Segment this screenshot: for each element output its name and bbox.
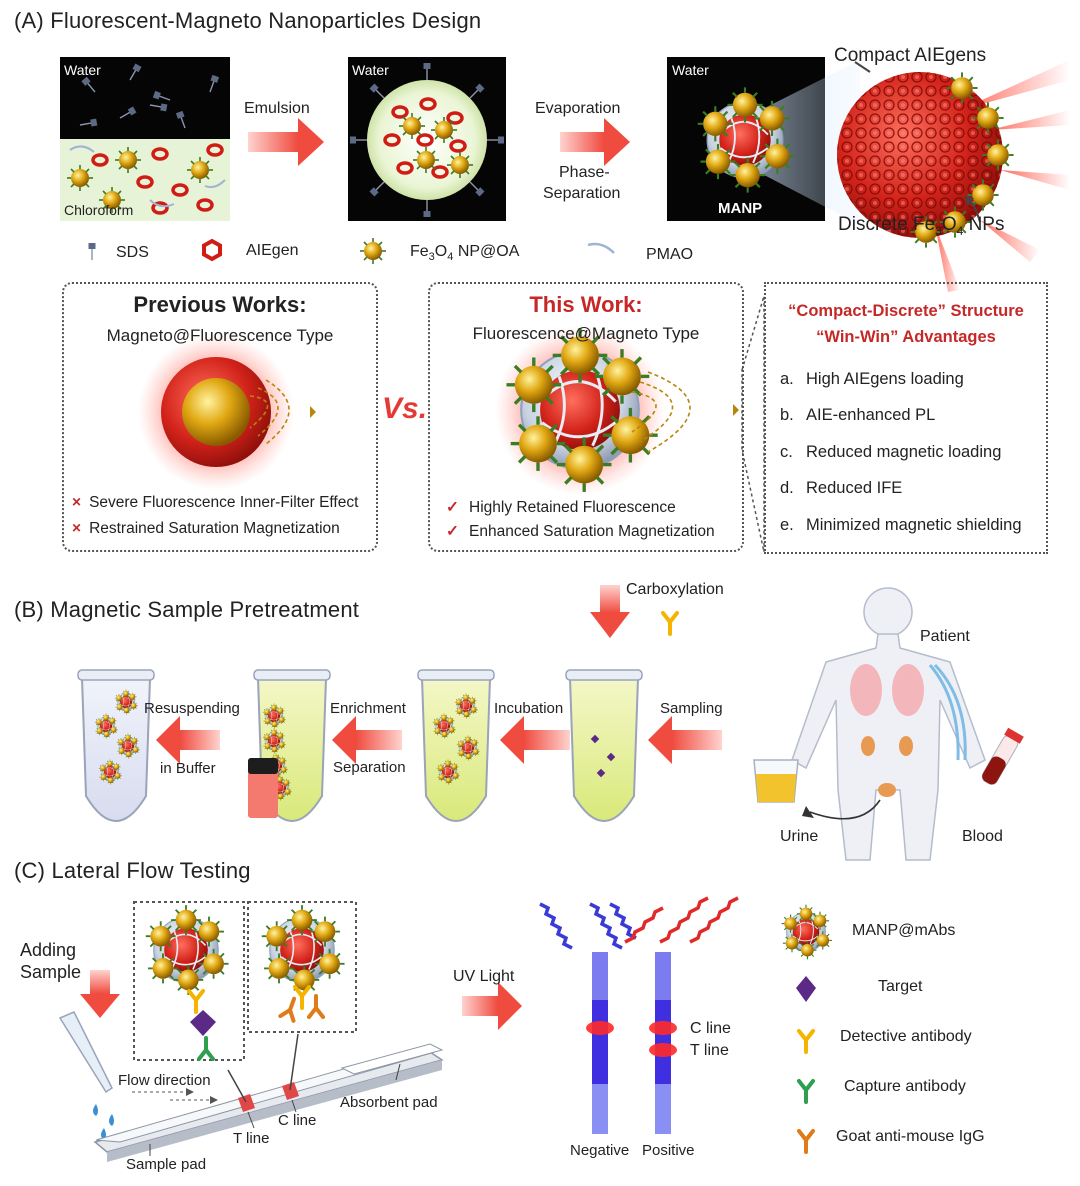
compact-aiegens-label: Compact AIEgens (834, 45, 987, 66)
urine-label: Urine (780, 828, 819, 845)
in-buffer-label: in Buffer (160, 760, 216, 777)
previous-works-title: Previous Works: (133, 292, 307, 317)
stage-water-chloroform (60, 57, 230, 221)
sampling-label: Sampling (660, 700, 723, 717)
advantages-title-2: “Win-Win” Advantages (816, 328, 996, 346)
goat-igg-icon (797, 1129, 815, 1154)
legend-capture-label: Capture antibody (844, 1078, 966, 1095)
this-work-point-2: ✓Enhanced Saturation Magnetization (446, 523, 715, 540)
previous-nanoparticle (138, 334, 316, 490)
previous-works-subtitle: Magneto@Fluorescence Type (106, 326, 334, 345)
pipette-icon (58, 1011, 114, 1140)
this-work-nanoparticle (495, 325, 739, 495)
legend-detective-label: Detective antibody (840, 1028, 972, 1045)
previous-point-1: ×Severe Fluorescence Inner-Filter Effect (72, 494, 359, 511)
emulsion-arrow (298, 118, 324, 166)
resuspending-label: Resuspending (144, 700, 240, 717)
water-label-3: Water (672, 62, 709, 78)
positive-strip (649, 952, 677, 1134)
water-label-2: Water (352, 62, 389, 78)
stage-emulsion (348, 57, 506, 221)
advantage-item: b.AIE-enhanced PL (780, 406, 936, 424)
detective-antibody-icon (797, 1029, 815, 1054)
magnet-icon (248, 758, 278, 818)
sds-icon (87, 242, 97, 261)
stage-manp (667, 57, 860, 225)
capture-antibody-icon (797, 1079, 815, 1104)
this-work-box: This Work: Fluorescence@Magneto Type ✓Hi… (428, 282, 744, 552)
versus-label: Vs. (382, 392, 428, 425)
zoom-box-t-line (133, 901, 245, 1061)
lateral-flow-strip (93, 1033, 444, 1162)
uv-light-label: UV Light (453, 968, 515, 985)
enrichment-label: Enrichment (330, 700, 406, 717)
patient-label: Patient (920, 628, 970, 645)
advantage-item: d.Reduced IFE (780, 479, 903, 497)
t-line-strip-label: T line (233, 1130, 270, 1147)
manp-icon (782, 905, 832, 960)
discrete-fe3o4-label: Discrete Fe3O4 NPs (838, 214, 1005, 238)
advantages-title-1: “Compact-Discrete” Structure (788, 302, 1024, 320)
advantage-item: e.Minimized magnetic shielding (780, 516, 1022, 534)
evaporation-label: Evaporation (535, 100, 621, 117)
aiegen-icon (202, 238, 222, 262)
negative-strip (586, 952, 614, 1134)
legend-manp-label: MANP@mAbs (852, 922, 956, 939)
absorbent-pad-label: Absorbent pad (340, 1094, 438, 1111)
legend-sds-label: SDS (116, 244, 149, 261)
positive-label: Positive (642, 1142, 695, 1159)
emulsion-label: Emulsion (244, 100, 310, 117)
legend-goat-label: Goat anti-mouse IgG (836, 1128, 985, 1145)
legend-aiegen-label: AIEgen (246, 242, 299, 259)
phase-separation-label-1: Phase- (559, 164, 610, 181)
section-b-title: (B) Magnetic Sample Pretreatment (14, 597, 360, 622)
advantage-item: a.High AIEgens loading (780, 370, 964, 388)
previous-works-box: Previous Works: Magneto@Fluorescence Typ… (62, 282, 378, 552)
c-line-strip-label: C line (278, 1112, 317, 1129)
patient-figure (753, 587, 1024, 861)
section-c-title: (C) Lateral Flow Testing (14, 858, 251, 883)
carboxylation-label: Carboxylation (626, 581, 724, 598)
chloroform-label: Chloroform (64, 202, 134, 218)
tube-incubation (417, 669, 495, 822)
legend-pmao-label: PMAO (646, 246, 694, 263)
this-work-point-1: ✓Highly Retained Fluorescence (446, 499, 676, 516)
negative-label: Negative (570, 1142, 630, 1159)
pmao-icon (587, 242, 615, 254)
tube-resuspending (77, 669, 155, 822)
water-label-1: Water (64, 62, 101, 78)
fe3o4-icon (359, 237, 387, 265)
adding-label: Adding (20, 940, 77, 960)
emission-rays (935, 60, 1070, 292)
separation-label: Separation (333, 759, 406, 776)
tube-sampling (565, 669, 643, 822)
phase-separation-label-2: Separation (543, 185, 621, 202)
this-work-title: This Work: (529, 292, 643, 317)
sample-label: Sample (20, 962, 82, 982)
section-a-title: (A) Fluorescent-Magneto Nanoparticles De… (14, 8, 482, 33)
previous-point-2: ×Restrained Saturation Magnetization (72, 520, 340, 537)
zoom-box-c-line (247, 901, 357, 1033)
incubation-label: Incubation (494, 700, 564, 717)
result-c-line-label: C line (690, 1020, 731, 1037)
sample-pad-label: Sample pad (126, 1156, 207, 1173)
flow-direction-label: Flow direction (118, 1072, 211, 1089)
blood-label: Blood (962, 828, 1003, 845)
legend-fe3o4-label: Fe3O4 NP@OA (410, 243, 520, 264)
magnified-manp (837, 60, 1070, 292)
uv-waves (539, 896, 739, 950)
target-icon (796, 976, 816, 1002)
legend-target-label: Target (878, 978, 923, 995)
chloroform-contents (66, 143, 226, 215)
detective-antibody-carboxyl-icon (661, 611, 679, 636)
this-work-subtitle: Fluorescence@Magneto Type (472, 324, 700, 343)
advantages-box: “Compact-Discrete” Structure “Win-Win” A… (764, 282, 1048, 554)
result-t-line-label: T line (690, 1042, 729, 1059)
manp-label: MANP (718, 200, 763, 217)
evaporation-arrow (604, 118, 630, 166)
advantage-item: c.Reduced magnetic loading (780, 443, 1002, 461)
